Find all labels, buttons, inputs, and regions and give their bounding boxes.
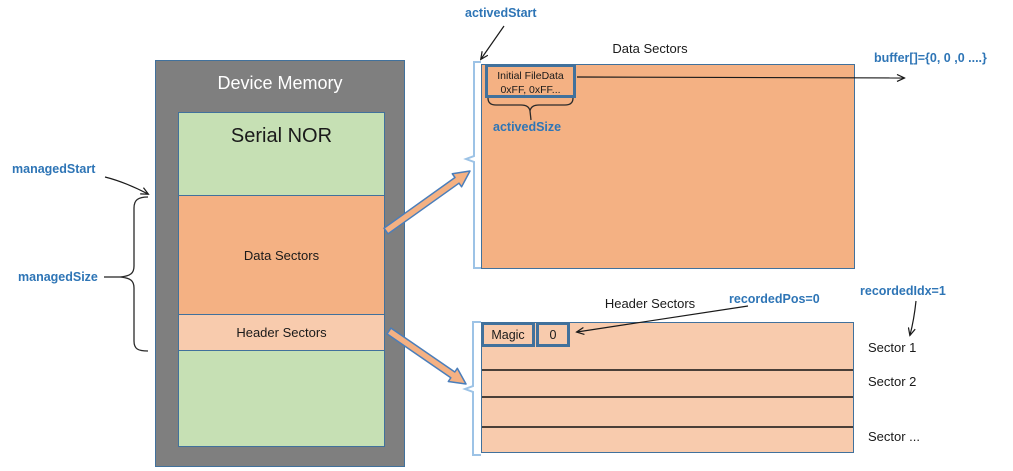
- actived-size-label: activedSize: [493, 120, 562, 134]
- header-sectors-region: Header Sectors: [178, 314, 385, 351]
- managed-size-label: managedSize: [18, 270, 98, 284]
- unmanaged-region: [178, 350, 385, 447]
- managed-start-label: managedStart: [12, 162, 96, 176]
- data-sectors-region-label: Data Sectors: [243, 247, 320, 263]
- header-sectors-region-label: Header Sectors: [236, 325, 327, 340]
- managed-size-brace: [119, 196, 149, 352]
- serial-nor-region: Serial NOR: [178, 112, 385, 196]
- device-memory-title: Device Memory: [217, 73, 343, 93]
- recorded-idx-label: recordedIdx=1: [860, 284, 946, 298]
- actived-start-arrow: [481, 25, 505, 59]
- actived-start-label: activedStart: [465, 6, 537, 20]
- data-sectors-left-bracket: [463, 61, 481, 269]
- buffer-label: buffer[]={0, 0 ,0 ....}: [874, 51, 987, 65]
- recorded-pos-cell: 0: [536, 322, 570, 347]
- sector-2-label: Sector 2: [868, 374, 917, 389]
- header-sectors-left-bracket: [462, 321, 481, 456]
- data-sectors-panel-title: Data Sectors: [612, 41, 688, 56]
- magic-cell: Magic: [481, 322, 535, 347]
- initial-filedata-line2: 0xFF, 0xFF...: [500, 84, 561, 96]
- sector-etc-label: Sector ...: [868, 429, 921, 444]
- recorded-idx-arrow: [910, 300, 917, 335]
- recorded-pos-label: recordedPos=0: [729, 292, 820, 306]
- initial-filedata-line1: Initial FileData: [497, 70, 564, 82]
- serial-nor-label: Serial NOR: [230, 125, 333, 147]
- data-sectors-region: Data Sectors: [178, 195, 385, 315]
- managed-start-arrow: [104, 176, 148, 194]
- initial-filedata-block: Initial FileData 0xFF, 0xFF...: [485, 64, 576, 98]
- header-sectors-panel-title: Header Sectors: [604, 296, 696, 311]
- sector-1-label: Sector 1: [868, 340, 917, 355]
